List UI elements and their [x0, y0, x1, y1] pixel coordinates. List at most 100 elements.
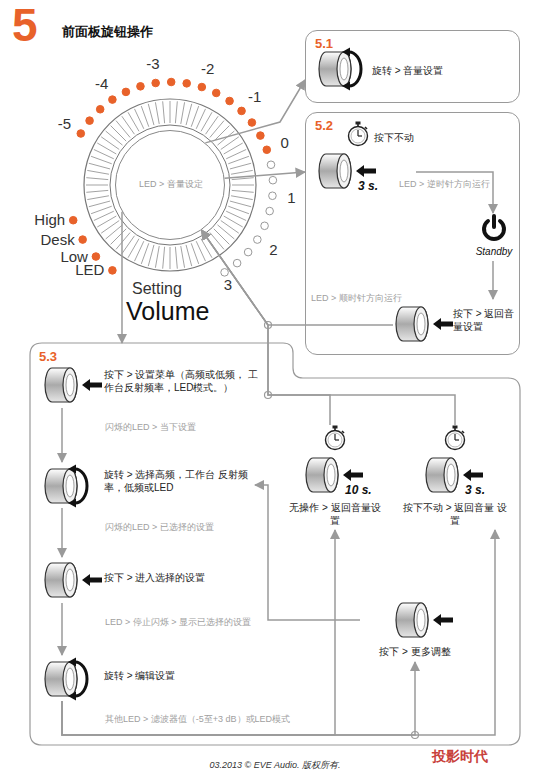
- groove: [163, 247, 165, 269]
- groove: [232, 185, 254, 186]
- rotate-step: 旋转 > 选择高频，工作台 反射频率，低频或LED: [40, 462, 255, 508]
- flow-connector: [62, 662, 415, 735]
- scale-number: 3: [224, 277, 232, 294]
- groove: [86, 185, 108, 186]
- groove: [186, 245, 192, 266]
- groove: [191, 106, 199, 127]
- groove: [228, 206, 249, 214]
- press-icon: [82, 574, 102, 586]
- step-text: 旋转 > 音量设置: [372, 64, 507, 77]
- led-status-note: 闪烁的LED > 当下设置: [104, 422, 197, 434]
- section-panel: 5.1旋转 > 音量设置: [305, 30, 520, 103]
- knob-icon: [396, 603, 428, 637]
- led-dot: [269, 176, 277, 184]
- scale-number: -1: [248, 89, 261, 106]
- groove: [148, 104, 154, 125]
- watch-icon: [349, 122, 368, 146]
- led-dot: [267, 161, 275, 169]
- groove: [94, 211, 114, 220]
- step-text: 按下 > 更多调整: [360, 645, 470, 658]
- groove: [191, 243, 199, 264]
- groove: [106, 131, 123, 145]
- led-dot: [152, 79, 160, 87]
- groove: [196, 241, 205, 261]
- groove: [89, 201, 110, 207]
- groove: [111, 126, 127, 142]
- knob-icon: [306, 458, 338, 492]
- flow-connector: [121, 212, 123, 343]
- knurling: [86, 101, 254, 269]
- led-dot: [269, 192, 277, 200]
- step-text: 按下 > 进入选择的设置: [104, 571, 262, 584]
- press-icon: [433, 614, 453, 626]
- groove: [163, 101, 165, 123]
- press-step: 按下 > 返回音量设置: [393, 299, 517, 347]
- flow-connector: [62, 530, 335, 735]
- step-text: 3 s.: [358, 179, 394, 195]
- press-icon: [356, 165, 376, 177]
- watermark: 投影时代: [432, 749, 488, 764]
- rot-icon: [45, 658, 87, 701]
- led-dot: [69, 216, 77, 224]
- groove: [141, 106, 149, 127]
- groove: [155, 102, 159, 124]
- scale-number: -3: [146, 56, 159, 73]
- flow-connector: [61, 603, 63, 655]
- groove: [231, 170, 253, 174]
- groove: [201, 112, 212, 131]
- step-text: 按下 > 设置菜单（高频或低频， 工作台反射频率，LED模式。）: [104, 368, 262, 394]
- groove: [148, 245, 154, 266]
- groove: [116, 121, 130, 138]
- knob-icon: [426, 458, 458, 492]
- led-status-note: LED > 逆时针方向运行: [398, 179, 491, 191]
- node-graphic: [400, 425, 510, 530]
- scale-number: 1: [287, 190, 295, 207]
- panel-outline: [30, 343, 520, 745]
- rotate-step: 旋转 > 音量设置: [316, 47, 511, 93]
- standby-state: Standby: [469, 213, 519, 261]
- led-dot: [212, 89, 220, 97]
- groove: [214, 229, 230, 245]
- groove: [111, 229, 127, 245]
- scale-number: -2: [201, 61, 214, 78]
- led-dot: [261, 222, 269, 230]
- groove: [87, 196, 109, 200]
- groove: [230, 163, 251, 169]
- step-text: 按下 > 返回音量设置: [453, 307, 515, 333]
- led-dot: [254, 236, 262, 244]
- led-dot: [198, 83, 206, 91]
- step-text: 按下不动 > 返回音量 设置: [400, 501, 510, 527]
- section-number: 5: [12, 0, 38, 51]
- flow-connector: [61, 408, 63, 462]
- knob-icon: [396, 307, 428, 341]
- hold-step: 3 s.按下不动 > 返回音量 设置: [400, 425, 510, 530]
- led-dot: [248, 119, 256, 127]
- step-text: 无操作 > 返回音量设置: [285, 501, 385, 527]
- groove: [106, 225, 123, 239]
- groove: [232, 190, 254, 192]
- led-status-note: LED > 顺时针方向运行: [310, 293, 403, 305]
- groove: [224, 216, 243, 227]
- menu-option: High: [34, 212, 65, 229]
- groove: [210, 121, 224, 138]
- groove: [87, 170, 109, 174]
- groove: [221, 221, 239, 234]
- led-status-note: 其他LED > 滤波器值（-5至+3 dB）或LED模式: [104, 714, 291, 726]
- groove: [101, 221, 119, 234]
- press-step: 按下 > 进入选择的设置: [40, 557, 265, 603]
- led-dot: [233, 259, 241, 267]
- power-icon: [484, 216, 504, 239]
- rot-icon: [45, 465, 87, 508]
- led-dot: [167, 78, 175, 86]
- rot-icon: [319, 48, 361, 91]
- menu-option: Desk: [40, 231, 74, 248]
- led-status-note: LED > 停止闪烁 > 显示已选择的设置: [104, 617, 252, 629]
- node-graphic: [30, 343, 520, 745]
- section-number: 5.3: [39, 349, 79, 366]
- section-panel: 5.3 按下 > 设置菜单（高频或低频， 工作台反射频率，LED模式。） 旋转 > …: [30, 343, 520, 745]
- press-icon: [343, 469, 363, 481]
- led-dot: [109, 267, 117, 275]
- groove: [228, 156, 249, 164]
- knob-icon: [45, 368, 77, 402]
